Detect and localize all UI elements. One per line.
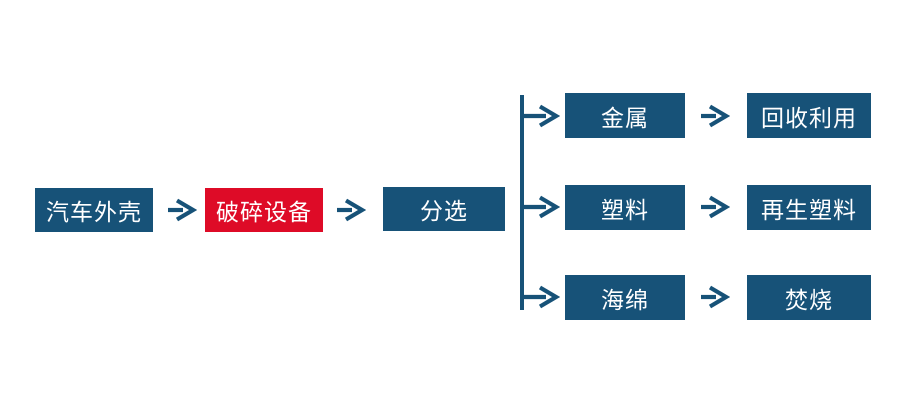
arrow-right-icon [700, 284, 730, 310]
node-sorting: 分选 [383, 187, 505, 231]
node-crushing-equipment: 破碎设备 [205, 188, 323, 232]
node-plastic: 塑料 [565, 185, 685, 230]
node-recycled-plastic: 再生塑料 [747, 185, 871, 230]
node-incineration: 焚烧 [747, 275, 871, 320]
branch-arrow-plastic-icon [522, 194, 560, 220]
branch-spine-line [520, 95, 524, 310]
arrow-right-icon [700, 194, 730, 220]
branch-arrow-sponge-icon [522, 284, 560, 310]
node-recycling-reuse: 回收利用 [747, 93, 871, 138]
arrow-right-icon [700, 103, 730, 129]
node-metal: 金属 [565, 93, 685, 138]
node-car-shell: 汽车外壳 [35, 188, 153, 232]
arrow-right-icon [336, 197, 366, 223]
branch-arrow-metal-icon [522, 103, 560, 129]
arrow-right-icon [167, 197, 197, 223]
node-sponge: 海绵 [565, 275, 685, 320]
